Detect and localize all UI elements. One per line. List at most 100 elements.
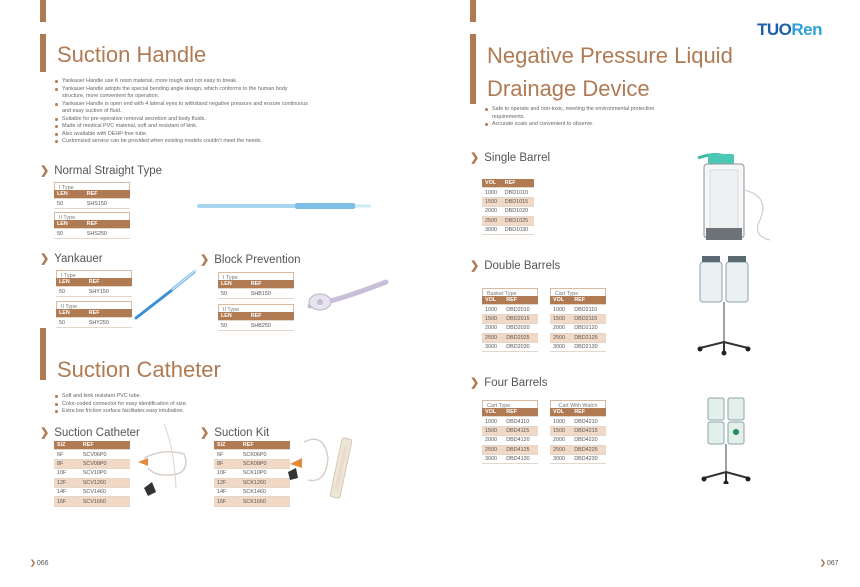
table-header-cell: VOL [482,179,502,189]
suction-kit-title: Suction Kit [214,427,270,439]
table-cell: 6F [54,449,80,460]
chevron-right-icon: ❯ [40,165,50,177]
table-cell: 2000 [550,323,572,334]
table-cell: 1500 [482,314,504,325]
table-cell: 1000 [482,416,504,427]
bullet-item: Color-coded connector for easy identific… [54,401,254,409]
table-cell: 50 [56,286,86,297]
table-caption: I Type [54,182,130,191]
table-cell: DBD4120 [503,435,538,446]
bullet-item: Yankauer Handle use K resin material, mo… [54,78,309,86]
suction-catheter-title: Suction Catheter [54,427,140,439]
table-cell: 2000 [482,206,502,217]
suction-catheter-image [138,423,187,496]
single-barrel-title: Single Barrel [484,152,551,164]
straight-handle-image [197,203,371,209]
table-header-cell: REF [247,312,294,322]
table-cell: SCK06P0 [239,449,290,460]
suction-kit-heading: ❯Suction Kit [200,426,269,440]
table-cell: 2500 [482,333,504,343]
table-cell: 50 [218,288,248,299]
table-cell: 2000 [550,435,572,446]
double-barrels-heading: ❯Double Barrels [470,259,560,273]
table-cell: DBD2130 [571,342,606,353]
table-cell: SHB250 [247,320,294,331]
table-cell: DBD2020 [503,323,538,334]
table-cell: DBD1030 [501,225,534,236]
table-header-cell: REF [85,309,132,319]
table-cell: 14F [214,487,240,498]
table-cell: 1500 [482,426,504,437]
block-prevention-title: Block Prevention [214,254,301,266]
table-cell: SCV08P0 [79,459,130,470]
table-cell: SCK1260 [239,478,290,488]
table-cell: 8F [214,459,240,470]
table-cell: 3000 [550,454,572,465]
table-cell: 2000 [482,323,504,334]
table-caption: II Type [56,301,132,310]
table-cell: 2500 [550,333,572,343]
table-cell: SCK1660 [239,496,290,507]
table-cell: DBD1015 [501,197,534,208]
table-cell: DBD4125 [503,445,538,455]
table-header-cell: REF [79,441,130,451]
chevron-right-icon: ❯ [820,560,826,567]
table-cell: DBD2120 [571,323,606,334]
logo-part-2: Ren [791,20,823,39]
suction-handle-accent-bar [40,34,46,72]
chevron-right-icon: ❯ [40,253,50,265]
chevron-right-icon: ❯ [470,377,480,389]
table-cell: DBD4210 [571,416,606,427]
table-cell: DBD2025 [503,333,538,343]
table-cell: SHY250 [85,317,132,328]
table-header-cell: VOL [482,408,504,418]
logo-part-1: TUO [757,20,792,39]
table-cell: 50 [54,228,84,239]
table-cell: SHS250 [83,228,130,239]
table-cell: 12F [54,478,80,488]
table-cell: 10F [54,468,80,479]
table-cell: 3000 [482,342,504,353]
table-header-cell: LEN [218,280,248,290]
table-cell: SHS150 [83,198,130,209]
table-cell: SCK08P0 [239,459,290,470]
table-header-cell: REF [571,408,606,418]
table-cell: DBD4225 [571,445,606,455]
table-cell: 2500 [482,445,504,455]
chevron-right-icon: ❯ [30,560,36,567]
table-header-cell: REF [501,179,534,189]
table-cell: DBD4130 [503,454,538,465]
table-header-cell: REF [239,441,290,451]
chevron-right-icon: ❯ [40,427,50,439]
table-cell: 50 [54,198,84,209]
table-cell: 2500 [550,445,572,455]
right-title-accent-bar [470,34,476,104]
suction-kit-image [288,437,353,499]
bullet-item: Extra low friction surface facilitates e… [54,408,254,416]
block-prevention-image [307,279,389,311]
table-header-cell: REF [83,220,130,230]
table-cell: SHY150 [85,286,132,297]
block-prevention-heading: ❯Block Prevention [200,253,301,267]
table-header-cell: VOL [482,296,504,306]
table-cell: DBD2125 [571,333,606,343]
table-cell: 14F [54,487,80,498]
four-barrels-heading: ❯Four Barrels [470,376,548,390]
